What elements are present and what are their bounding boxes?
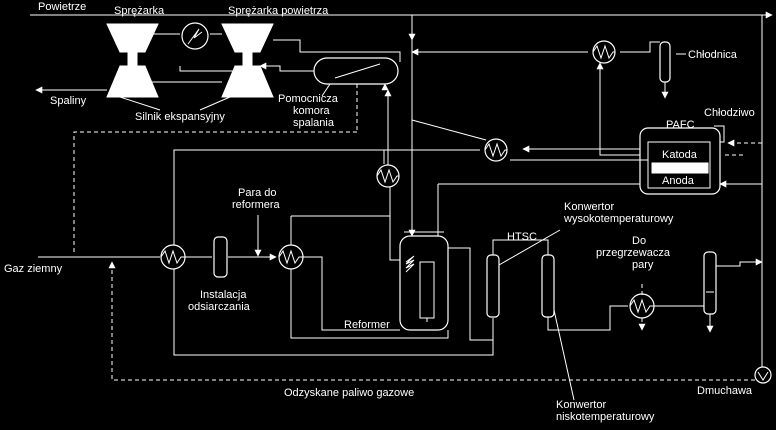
- label-spalania: spalania: [293, 117, 335, 129]
- label-para-do: Para do: [238, 187, 277, 199]
- separator-vessel: [703, 251, 717, 333]
- ltsc-converter: [541, 254, 555, 318]
- label-do: Do: [632, 235, 646, 247]
- label-odsiarczania: odsiarczania: [188, 301, 251, 313]
- label-htsc: HTSC: [507, 231, 537, 243]
- shaft-left: [127, 51, 138, 67]
- compressor-upper: [106, 23, 159, 53]
- heat-exchanger-icon: [376, 164, 400, 188]
- label-chlodziwo: Chłodziwo: [704, 107, 755, 119]
- label-anoda: Anoda: [662, 175, 695, 187]
- htsc-converter: [486, 254, 500, 318]
- label-konwertor-nisk: Konwertor: [556, 399, 606, 411]
- pafc-fuel-cell: [639, 127, 721, 195]
- generator-icon: [181, 22, 209, 50]
- label-pomocnicza: Pomocnicza: [278, 93, 339, 105]
- label-sprezarka-powietrza: Sprężarka powietrza: [228, 5, 329, 17]
- blower-icon: [754, 366, 772, 384]
- label-silnik: Silnik ekspansyjny: [135, 111, 225, 123]
- auxiliary-combustion-chamber: [313, 57, 399, 85]
- reformer-vessel: [399, 231, 449, 331]
- label-katoda: Katoda: [662, 149, 698, 161]
- label-odzyskane: Odzyskane paliwo gazowe: [284, 387, 414, 399]
- label-reformer: Reformer: [344, 319, 390, 331]
- label-gaz-ziemny: Gaz ziemny: [4, 263, 63, 275]
- desulfurization-unit: [213, 236, 228, 278]
- label-pafc: PAFC: [666, 119, 695, 131]
- heat-exchanger-icon: [278, 244, 304, 270]
- heat-exchanger-icon: [629, 293, 655, 319]
- heat-exchanger-icon: [592, 40, 616, 64]
- label-chlodnica: Chłodnica: [688, 49, 738, 61]
- label-dmuchawa: Dmuchawa: [697, 385, 753, 397]
- label-wysokotemperaturowy: wysokotemperaturowy: [563, 213, 674, 225]
- label-przegrzewacza: przegrzewacza: [596, 247, 671, 259]
- label-sprezarka: Sprężarka: [114, 5, 165, 17]
- label-powietrze: Powietrze: [38, 1, 86, 13]
- label-instalacja: Instalacja: [200, 289, 247, 301]
- heat-exchanger-icon: [160, 244, 186, 270]
- air-compressor-upper: [221, 23, 274, 53]
- shaft-right: [242, 51, 253, 67]
- label-konwertor-wys: Konwertor: [564, 201, 614, 213]
- label-komora: komora: [293, 105, 331, 117]
- cooler-vessel: [659, 41, 671, 99]
- label-pary: pary: [632, 259, 654, 271]
- label-spaliny: Spaliny: [50, 95, 87, 107]
- label-niskotemperaturowy: niskotemperaturowy: [556, 411, 655, 423]
- heat-exchanger-icon: [484, 138, 508, 162]
- label-reformera: reformera: [232, 199, 281, 211]
